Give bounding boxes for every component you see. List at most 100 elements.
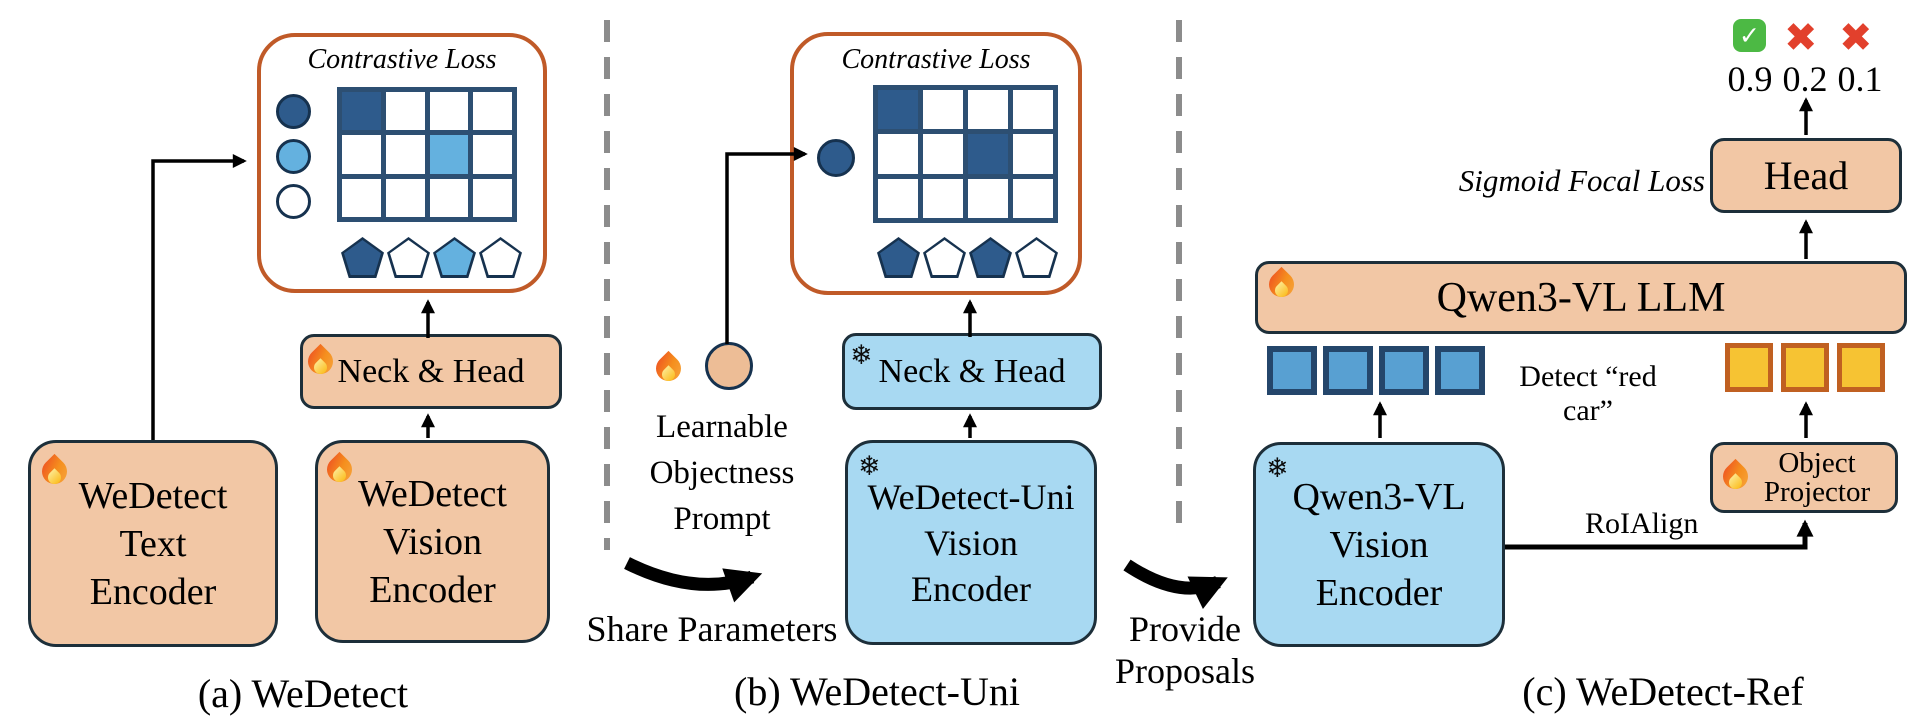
grid-cell-white	[385, 135, 425, 174]
grid-cell-white	[923, 178, 963, 218]
cross-icon: ✖	[1784, 15, 1818, 61]
similarity-grid-b	[873, 85, 1058, 223]
neck-head-box-a: Neck & Head	[300, 334, 562, 409]
detect-prompt-label: Detect “red car”	[1519, 360, 1657, 427]
check-glyph: ✓	[1739, 21, 1760, 50]
panel-a-caption: (a) WeDetect	[197, 671, 409, 716]
head-box: Head	[1710, 138, 1902, 213]
image-embedding-pentagons-b	[877, 237, 1058, 278]
grid-cell-white	[473, 178, 512, 217]
learnable-objectness-prompt-circle	[705, 342, 753, 390]
similarity-grid-a	[337, 87, 517, 222]
vision-token-blue	[1267, 346, 1317, 395]
grid-cell-white	[473, 135, 512, 174]
provide-proposals-label: Provide Proposals	[1085, 608, 1285, 692]
qwen-vision-line: Vision	[1329, 523, 1429, 566]
prompt-label-line: Learnable	[656, 409, 788, 445]
vision-token-blue	[1323, 346, 1373, 395]
check-icon: ✓	[1733, 19, 1766, 52]
grid-cell-white	[923, 134, 963, 174]
fire-icon	[1268, 270, 1300, 310]
embedding-pentagon-white	[923, 237, 966, 278]
panel-c-caption: (c) WeDetect-Ref	[1522, 669, 1804, 714]
grid-cell-white	[1013, 178, 1053, 218]
grid-cell-light	[429, 135, 469, 174]
vision-token-squares	[1267, 346, 1485, 395]
grid-cell-white	[473, 92, 512, 131]
projector-line: Projector	[1763, 475, 1871, 508]
embedding-pentagon-dark	[969, 237, 1012, 278]
embedding-pentagon-white	[479, 237, 522, 278]
grid-cell-white	[1013, 90, 1053, 130]
score-value: 0.1	[1837, 59, 1883, 99]
fire-icon	[326, 455, 354, 489]
embedding-circle-dark	[276, 94, 311, 129]
embedding-pentagon-dark	[877, 237, 920, 278]
score-value: 0.9	[1727, 59, 1773, 99]
neck-head-label-a: Neck & Head	[337, 352, 525, 390]
uni-encoder-line: Vision	[924, 522, 1018, 563]
prompt-label-line: Objectness	[649, 455, 795, 491]
grid-cell-white	[342, 135, 381, 174]
snowflake-icon: ❄	[858, 451, 881, 482]
embedding-pentagon-light	[433, 237, 476, 278]
sigmoid-focal-loss-label: Sigmoid Focal Loss	[1458, 163, 1705, 198]
provide-proposals-arrow	[1123, 559, 1228, 610]
grid-cell-white	[342, 178, 381, 217]
snowflake-icon: ❄	[850, 340, 873, 371]
share-parameters-label: Share Parameters	[586, 609, 838, 649]
qwen3-vl-llm-box: Qwen3-VL LLM	[1255, 261, 1907, 334]
object-token-yellow	[1837, 343, 1885, 392]
cross-icon: ✖	[1839, 15, 1873, 61]
wedetect-vision-encoder-box: WeDetect Vision Encoder	[315, 440, 550, 643]
grid-cell-white	[968, 178, 1008, 218]
text-encoder-line: WeDetect	[78, 474, 228, 517]
grid-cell-white	[968, 90, 1008, 130]
contrastive-loss-title-a: Contrastive Loss	[307, 44, 497, 75]
grid-cell-white	[923, 90, 963, 130]
qwen-vision-line: Qwen3-VL	[1292, 475, 1466, 518]
projector-line: Object	[1778, 446, 1856, 479]
object-token-squares	[1725, 343, 1885, 392]
fire-icon	[41, 457, 69, 491]
fire-icon	[655, 354, 687, 392]
embedding-circle-light	[276, 139, 311, 174]
grid-cell-white	[429, 178, 469, 217]
provide-label-line: Proposals	[1114, 651, 1255, 691]
grid-cell-white	[878, 178, 918, 218]
arrow-text-encoder-to-loss	[151, 154, 247, 440]
wedetect-text-encoder-box: WeDetect Text Encoder	[28, 440, 278, 647]
vision-token-blue	[1379, 346, 1429, 395]
learnable-objectness-prompt-label: Learnable Objectness Prompt	[612, 404, 832, 542]
provide-label-line: Provide	[1129, 609, 1241, 649]
objectness-embedding-circle	[817, 139, 855, 177]
qwen-vision-line: Encoder	[1315, 571, 1443, 614]
object-projector-box: Object Projector	[1710, 442, 1898, 513]
neck-head-box-b: ❄ Neck & Head	[842, 333, 1102, 410]
share-parameters-arrow	[624, 557, 763, 603]
text-encoder-line: Encoder	[89, 570, 217, 613]
wedetect-uni-vision-encoder-box: ❄ WeDetect-Uni Vision Encoder	[845, 440, 1097, 645]
snowflake-icon: ❄	[1266, 453, 1289, 484]
vision-encoder-line: Vision	[382, 520, 483, 563]
grid-cell-dark	[342, 92, 381, 131]
image-embedding-pentagons-a	[341, 237, 522, 278]
qwen3-vl-vision-encoder-box: ❄ Qwen3-VL Vision Encoder	[1253, 442, 1505, 647]
embedding-pentagon-white	[1015, 237, 1058, 278]
score-value: 0.2	[1782, 59, 1828, 99]
fire-icon	[1722, 462, 1750, 496]
embedding-pentagon-white	[387, 237, 430, 278]
object-token-yellow	[1725, 343, 1773, 392]
embedding-pentagon-dark	[341, 237, 384, 278]
neck-head-label-b: Neck & Head	[878, 352, 1066, 390]
grid-cell-white	[878, 134, 918, 174]
grid-cell-dark	[878, 90, 918, 130]
uni-encoder-line: Encoder	[911, 568, 1031, 609]
panel-b-caption: (b) WeDetect-Uni	[734, 669, 1020, 714]
roialign-label: RoIAlign	[1585, 507, 1699, 540]
fire-icon	[307, 347, 335, 381]
object-token-yellow	[1781, 343, 1829, 392]
uni-encoder-line: WeDetect-Uni	[867, 476, 1075, 517]
grid-cell-white	[429, 92, 469, 131]
